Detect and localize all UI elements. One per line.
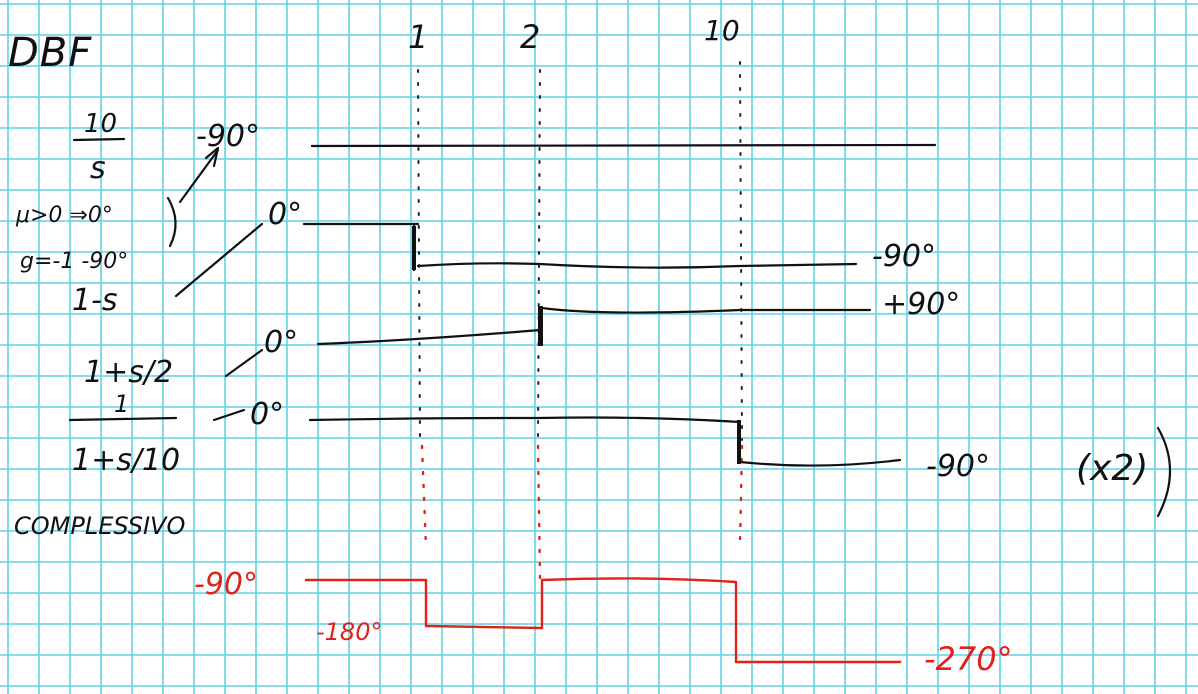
pole-numerator: 1 xyxy=(114,390,129,418)
lhp-zero-step xyxy=(538,306,543,346)
lhp-zero-phase-line xyxy=(316,306,872,346)
pole-multiplicity-paren xyxy=(1156,426,1172,518)
pole-connector xyxy=(212,408,246,422)
rhp-zero-phase-start: 0° xyxy=(268,197,302,232)
note-bracket xyxy=(166,196,177,248)
guide-line-1 xyxy=(417,69,421,441)
integrator-phase-line xyxy=(310,143,937,148)
rhp-zero-phase-line xyxy=(302,222,858,272)
guide-line-2-total xyxy=(536,444,542,580)
total-phase-line xyxy=(304,577,902,664)
pole-phase-end: -90° xyxy=(926,449,990,484)
total-phase-2: -180° xyxy=(316,618,382,646)
pole-multiplicity: (x2) xyxy=(1076,448,1148,489)
frequency-marker-10: 10 xyxy=(704,14,740,47)
pole-step xyxy=(737,420,741,464)
pole-fraction-bar xyxy=(68,416,178,422)
rhp-zero-phase-end: -90° xyxy=(872,239,936,274)
lhp-zero-connector xyxy=(224,348,264,378)
integrator-note-line2: g=-1 -90° xyxy=(20,249,128,274)
rhp-zero-step xyxy=(412,226,416,270)
page-title: DBF xyxy=(8,30,92,76)
total-phase-1: -90° xyxy=(194,567,258,602)
frequency-marker-1: 1 xyxy=(408,18,428,56)
integrator-phase: -90° xyxy=(196,119,260,154)
note-arrow xyxy=(178,148,220,204)
guide-line-2 xyxy=(537,69,541,441)
pole-denominator: 1+s/10 xyxy=(72,443,180,478)
integrator-denominator: s xyxy=(90,151,106,186)
lhp-zero-label: 1+s/2 xyxy=(84,355,173,390)
total-phase-3: -270° xyxy=(924,640,1013,678)
total-label: COMPLESSIVO xyxy=(14,512,185,540)
rhp-zero-label: 1-s xyxy=(72,283,118,318)
lhp-zero-phase-end: +90° xyxy=(882,287,960,322)
guide-line-1-total xyxy=(420,444,428,550)
pole-phase-start: 0° xyxy=(250,397,284,432)
frequency-marker-2: 2 xyxy=(520,18,540,56)
note-arrowhead xyxy=(204,146,220,168)
integrator-fraction-bar xyxy=(72,137,126,142)
guide-line-10 xyxy=(739,61,743,441)
integrator-numerator: 10 xyxy=(84,109,117,139)
pole-phase-line xyxy=(308,416,902,467)
integrator-note-line1: μ>0 ⇒0° xyxy=(15,203,113,228)
rhp-zero-connector xyxy=(174,222,264,298)
lhp-zero-phase-start: 0° xyxy=(264,325,298,360)
